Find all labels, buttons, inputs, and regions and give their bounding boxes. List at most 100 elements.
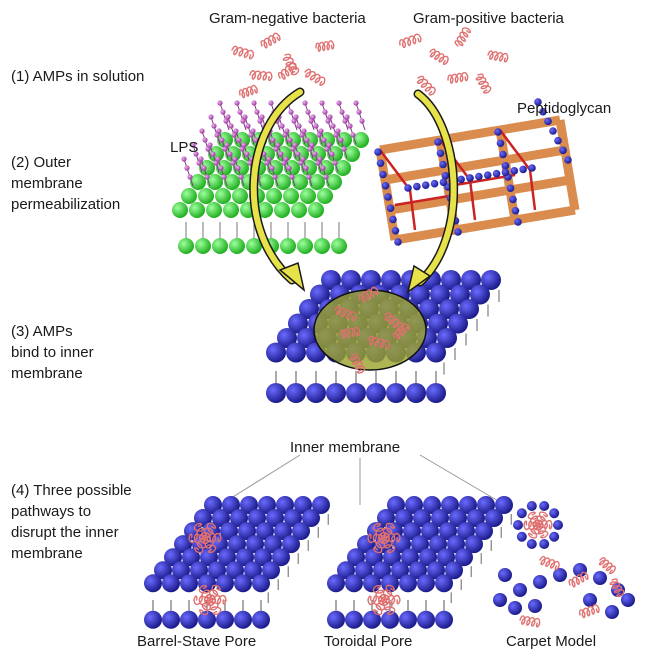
lps-sugar <box>250 128 256 134</box>
connector-carpet <box>419 454 506 506</box>
lipid-head <box>448 313 468 334</box>
arrow-gram-positive <box>415 91 457 285</box>
lps-sugar <box>291 118 297 124</box>
lipid-head <box>240 496 258 514</box>
lipid-head <box>274 522 292 541</box>
lps-sugar <box>221 174 227 180</box>
glycan-bead <box>539 107 547 116</box>
amp-peptide <box>539 555 560 571</box>
lps-chain <box>278 116 289 145</box>
lps-sugar <box>347 123 353 129</box>
lps-head <box>275 174 291 190</box>
step4-line3: disrupt the inner <box>11 524 119 541</box>
lipid-head <box>399 610 417 629</box>
lipid-head <box>198 610 216 629</box>
amp-peptide <box>349 353 366 374</box>
lps-sugar <box>292 142 298 148</box>
peptidoglycan-label: Peptidoglycan <box>517 100 612 117</box>
lipid-head <box>419 548 437 567</box>
lps-sugar <box>275 142 281 148</box>
lipid-head <box>439 299 459 319</box>
lps-sugar <box>282 132 288 138</box>
lps-head <box>190 174 206 190</box>
glycan-strand <box>555 119 580 211</box>
lps-sugar <box>216 128 222 134</box>
lipid-head <box>337 561 355 580</box>
lps-chain <box>320 130 331 159</box>
lipid-head <box>355 561 373 580</box>
lipid-head <box>403 522 421 541</box>
lipid-head <box>395 509 413 528</box>
lps-chain <box>209 144 220 173</box>
helix-path <box>475 73 492 94</box>
helix-path <box>380 584 395 601</box>
lipid-head <box>216 574 234 593</box>
toroidal-membrane <box>327 496 513 629</box>
amp-peptide <box>598 557 616 575</box>
peptide-crosslink <box>499 129 531 171</box>
lipid-head <box>230 509 248 528</box>
lps-sugar <box>312 151 318 157</box>
arrow-gram-negative-head <box>278 261 306 292</box>
lps-sugar <box>227 151 233 157</box>
lps-chain <box>201 130 212 159</box>
step2-line1: (2) Outer <box>11 154 72 171</box>
lps-sugar <box>232 156 238 162</box>
amp-peptide <box>380 584 395 601</box>
glycan-bead <box>511 206 520 215</box>
lipid-head <box>411 535 429 554</box>
lps-sugar <box>287 137 293 143</box>
glycan-bead <box>441 171 450 180</box>
lps-inner-head <box>212 238 228 254</box>
micelle-head <box>516 531 527 542</box>
lps-sugar <box>201 165 207 171</box>
lipid-head <box>513 583 527 597</box>
lipid-head <box>282 535 300 554</box>
lipid-head <box>347 548 365 567</box>
lipid-head <box>401 548 419 567</box>
lps-inner-head <box>246 238 262 254</box>
glycan-bead <box>376 159 385 168</box>
lipid-head <box>164 548 182 567</box>
lipid-head <box>238 522 256 541</box>
helix-path <box>380 522 395 539</box>
lipid-head <box>182 548 200 567</box>
glycan-bead <box>394 238 402 246</box>
glycan-bead <box>483 171 492 179</box>
lipid-head <box>449 509 467 528</box>
lipid-head <box>272 548 290 567</box>
lipid-head <box>292 522 310 541</box>
amp-peptide <box>399 33 422 49</box>
glycan-bead <box>475 172 483 181</box>
helix-path <box>568 571 589 588</box>
amp-peptide <box>201 522 216 539</box>
lps-sugar <box>187 174 193 180</box>
lps-chain <box>286 130 297 159</box>
lipid-head <box>470 284 490 305</box>
lps-sugar <box>322 109 328 115</box>
glycan-bead <box>413 182 421 191</box>
helix-path <box>349 353 366 374</box>
lps-sugar <box>286 165 292 171</box>
step3-line3: membrane <box>11 365 83 382</box>
lps-sugar <box>239 146 245 152</box>
helix-path <box>609 578 625 597</box>
lipid-head <box>465 535 483 554</box>
lipid-head <box>417 574 435 593</box>
lipid-head <box>144 610 162 629</box>
glycan-bead <box>384 193 392 201</box>
glycan-bead <box>494 128 502 136</box>
lipid-head <box>459 299 479 319</box>
lps-sugar <box>321 137 327 143</box>
lipid-head <box>246 535 264 554</box>
lps-head <box>291 202 307 218</box>
lps-sugar <box>207 142 213 148</box>
lps-sugar <box>279 123 285 129</box>
lipid-head <box>493 593 507 607</box>
lps-sugar <box>295 151 301 157</box>
lps-sugar <box>257 118 263 124</box>
lps-inner-head <box>331 238 347 254</box>
lipid-head <box>254 548 272 567</box>
lps-sugar <box>222 146 228 152</box>
